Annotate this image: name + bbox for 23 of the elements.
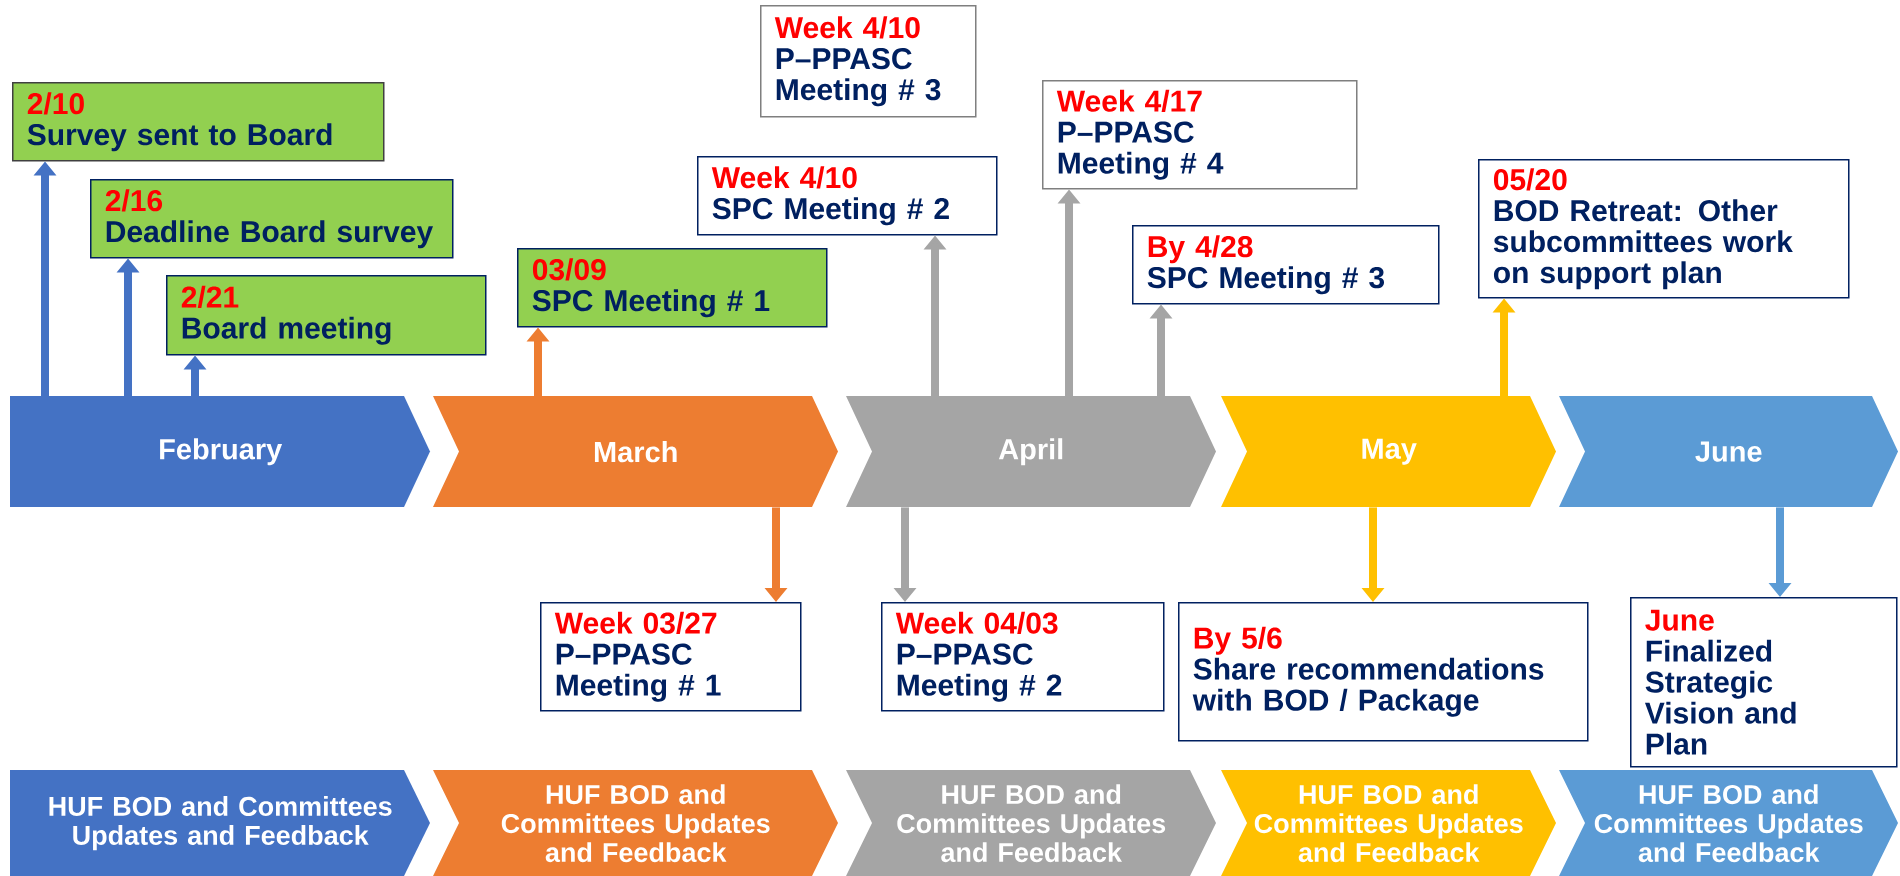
event-box: By 5/6 Share recommendations with BOD / Package	[1178, 602, 1589, 742]
month-band: HUF BOD and Committees Updates and Feedback	[1559, 770, 1898, 876]
event-box: Week 4/10 P–PPASC Meeting # 3	[760, 5, 977, 118]
month-band: HUF BOD and Committees Updates and Feedback	[1221, 770, 1556, 876]
month-band: February	[10, 396, 430, 507]
event-box: By 4/28 SPC Meeting # 3	[1132, 225, 1440, 305]
month-band: HUF BOD and Committees Updates and Feedback	[846, 770, 1216, 876]
event-box: Week 4/17 P–PPASC Meeting # 4	[1042, 80, 1358, 190]
event-box: Week 4/10 SPC Meeting # 2	[697, 156, 998, 236]
month-band: April	[846, 396, 1216, 507]
month-band: HUF BOD and Committees Updates and Feedback	[10, 770, 430, 876]
event-box: 2/21 Board meeting	[166, 275, 487, 356]
month-band: March	[433, 396, 838, 507]
event-box: June Finalized Strategic Vision and Plan	[1630, 597, 1898, 768]
event-box: 2/16 Deadline Board survey	[90, 179, 454, 259]
month-band: May	[1221, 396, 1556, 507]
event-box: Week 04/03 P–PPASC Meeting # 2	[881, 602, 1165, 712]
month-band: HUF BOD and Committees Updates and Feedback	[433, 770, 838, 876]
event-box: Week 03/27 P–PPASC Meeting # 1	[540, 602, 802, 712]
event-box: 05/20 BOD Retreat: Other subcommittees work on support plan	[1478, 159, 1850, 299]
event-box: 2/10 Survey sent to Board	[12, 82, 385, 162]
month-band: June	[1559, 396, 1898, 507]
event-box: 03/09 SPC Meeting # 1	[517, 248, 828, 328]
